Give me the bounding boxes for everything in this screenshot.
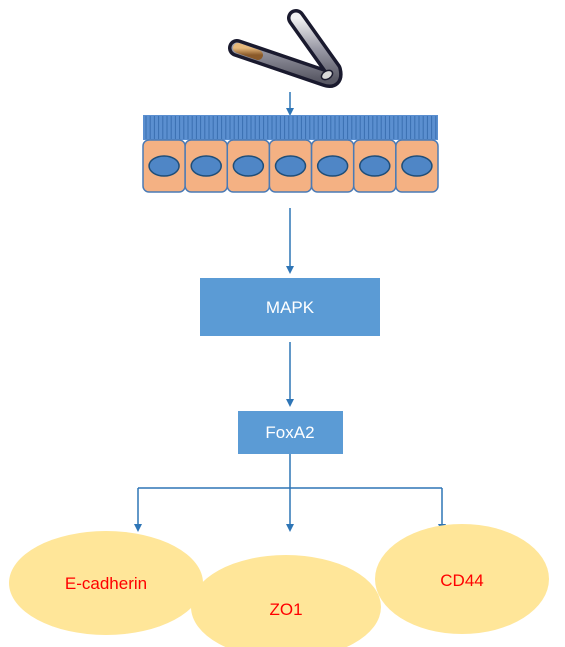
cell-nucleus (359, 155, 391, 177)
epithelial-cell (184, 139, 229, 193)
cell-nucleus (190, 155, 222, 177)
cell-nucleus (274, 155, 307, 177)
epithelial-cell (310, 139, 355, 193)
mapk-node: MAPK (200, 278, 380, 336)
epithelium (142, 115, 439, 193)
epithelial-cells (142, 139, 439, 193)
cd44-label: CD44 (440, 571, 483, 590)
epithelial-cell (268, 139, 313, 193)
cigarette-icon (228, 9, 343, 88)
cd44-node: CD44 (375, 524, 549, 634)
zo1-node: ZO1 (191, 555, 381, 647)
cell-nucleus (148, 155, 180, 177)
mapk-label: MAPK (266, 298, 315, 317)
cell-nucleus (401, 155, 433, 177)
zo1-label: ZO1 (269, 600, 302, 619)
epithelial-cell (352, 139, 397, 193)
cell-nucleus (316, 155, 349, 177)
epithelial-cell (142, 139, 186, 193)
foxa2-branch-arrows (134, 454, 446, 532)
ecadherin-node: E-cadherin (9, 531, 203, 635)
epithelial-cell (226, 139, 271, 193)
foxa2-node: FoxA2 (238, 411, 343, 454)
cilia-strands (145, 116, 437, 139)
epithelial-cell (395, 139, 439, 193)
cell-nucleus (232, 155, 265, 177)
foxa2-label: FoxA2 (265, 423, 314, 442)
ecadherin-label: E-cadherin (65, 574, 147, 593)
